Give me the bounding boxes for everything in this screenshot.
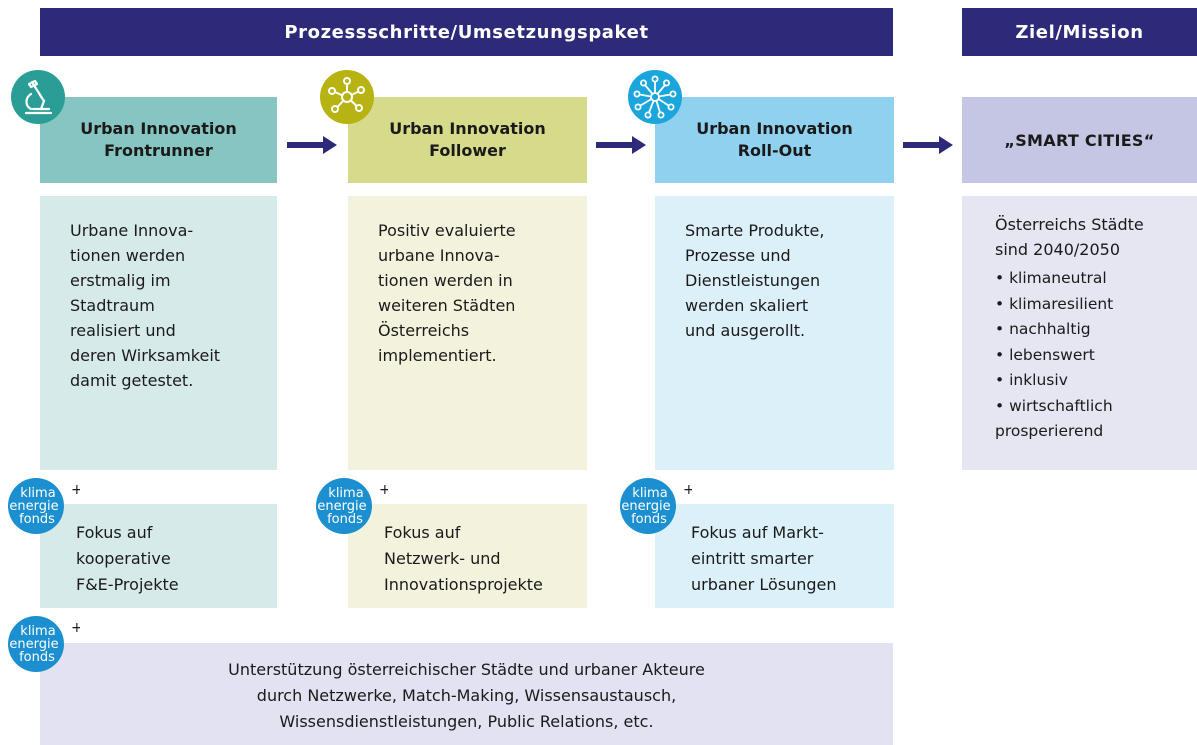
logo-plus: + bbox=[71, 482, 80, 498]
logo-text-line: fonds bbox=[631, 512, 667, 527]
stage-follower-focus-box: Fokus auf Netzwerk- und Innovationsproje… bbox=[348, 504, 587, 608]
stage-follower-focus: Fokus auf Netzwerk- und Innovationsproje… bbox=[384, 523, 543, 594]
microscope-icon bbox=[11, 70, 65, 124]
logo-text-line: energie bbox=[9, 637, 58, 652]
klima-energie-fonds-logo: klima energie fonds + bbox=[8, 478, 80, 534]
logo-text-line: klima bbox=[20, 486, 55, 501]
goal-list-item: • klimaneutral bbox=[995, 269, 1107, 287]
stage-follower-title: Urban Innovation Follower bbox=[389, 119, 546, 160]
goal-description-box: Österreichs Städte sind 2040/2050 • klim… bbox=[962, 196, 1197, 470]
stage-follower-description-box: Positiv evaluierte urbane Innova- tionen… bbox=[348, 196, 587, 470]
goal-mission-header-label: Ziel/Mission bbox=[1015, 21, 1144, 43]
goal-list-item: • lebenswert bbox=[995, 345, 1095, 364]
support-box: Unterstützung österreichischer Städte un… bbox=[40, 643, 893, 745]
logo-text-line: klima bbox=[328, 486, 363, 501]
process-steps-header: Prozessschritte/Umsetzungspaket bbox=[40, 8, 893, 56]
network-icon bbox=[320, 70, 374, 124]
logo-text-line: energie bbox=[9, 499, 58, 514]
logo-plus: + bbox=[379, 482, 388, 498]
stage-rollout-title: Urban Innovation Roll-Out bbox=[696, 119, 853, 160]
logo-text-line: klima bbox=[632, 486, 667, 501]
logo-text-line: energie bbox=[317, 499, 366, 514]
stage-rollout-description: Smarte Produkte, Prozesse und Dienstleis… bbox=[685, 221, 825, 340]
stage-frontrunner-focus: Fokus auf kooperative F&E-Projekte bbox=[76, 523, 179, 594]
goal-list-item: • inklusiv bbox=[995, 371, 1068, 389]
klima-energie-fonds-logo: klima energie fonds + bbox=[316, 478, 388, 534]
logo-plus: + bbox=[71, 620, 80, 636]
smart-cities-title: „SMART CITIES“ bbox=[1004, 130, 1155, 150]
goal-mission-header: Ziel/Mission bbox=[962, 8, 1197, 56]
smart-cities-title-box: „SMART CITIES“ bbox=[962, 97, 1197, 183]
stage-frontrunner-description: Urbane Innova- tionen werden erstmalig i… bbox=[70, 221, 221, 390]
goal-list: • klimaneutral • klimaresilient • nachha… bbox=[995, 266, 1197, 445]
goal-list-item: • klimaresilient bbox=[995, 294, 1114, 313]
stage-follower-description: Positiv evaluierte urbane Innova- tionen… bbox=[378, 221, 516, 365]
stage-rollout-focus-box: Fokus auf Markt- eintritt smarter urbane… bbox=[655, 504, 894, 608]
arrow-right-icon bbox=[287, 136, 337, 154]
stage-frontrunner-title: Urban Innovation Frontrunner bbox=[80, 119, 237, 160]
hub-network-icon bbox=[628, 70, 682, 124]
logo-text-line: klima bbox=[20, 624, 55, 639]
process-steps-header-label: Prozessschritte/Umsetzungspaket bbox=[284, 21, 649, 43]
arrow-right-icon bbox=[596, 136, 646, 154]
goal-list-item: • wirtschaftlich prosperierend bbox=[995, 396, 1113, 441]
stage-frontrunner-title-box: Urban Innovation Frontrunner bbox=[40, 97, 277, 183]
stage-frontrunner-focus-box: Fokus auf kooperative F&E-Projekte bbox=[40, 504, 277, 608]
stage-rollout-description-box: Smarte Produkte, Prozesse und Dienstleis… bbox=[655, 196, 894, 470]
klima-energie-fonds-logo: klima energie fonds + bbox=[620, 478, 692, 534]
goal-heading: Österreichs Städte sind 2040/2050 bbox=[995, 215, 1144, 259]
logo-text-line: fonds bbox=[327, 512, 363, 527]
logo-text-line: fonds bbox=[19, 512, 55, 527]
arrow-right-icon bbox=[903, 136, 953, 154]
goal-list-item: • nachhaltig bbox=[995, 320, 1091, 338]
logo-text-line: energie bbox=[621, 499, 670, 514]
stage-frontrunner-description-box: Urbane Innova- tionen werden erstmalig i… bbox=[40, 196, 277, 470]
stage-rollout-title-box: Urban Innovation Roll-Out bbox=[655, 97, 894, 183]
logo-text-line: fonds bbox=[19, 650, 55, 665]
support-text: Unterstützung österreichischer Städte un… bbox=[228, 660, 705, 731]
stage-rollout-focus: Fokus auf Markt- eintritt smarter urbane… bbox=[691, 523, 837, 594]
stage-follower-title-box: Urban Innovation Follower bbox=[348, 97, 587, 183]
logo-plus: + bbox=[683, 482, 692, 498]
klima-energie-fonds-logo: klima energie fonds + bbox=[8, 616, 80, 672]
